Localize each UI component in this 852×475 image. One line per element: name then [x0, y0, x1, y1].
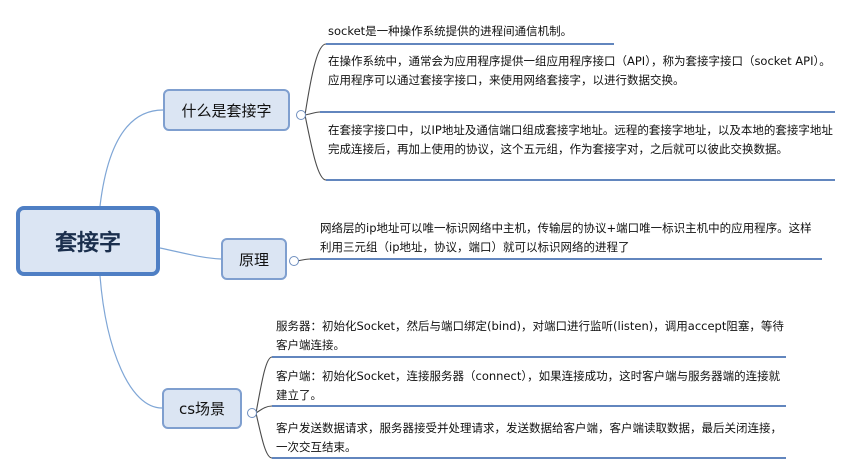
cs-leaf-client: 客户端：初始化Socket，连接服务器（connect），如果连接成功，这时客户…	[276, 369, 781, 402]
branch-principle[interactable]: 原理	[221, 238, 287, 280]
root-node[interactable]: 套接字	[16, 206, 160, 276]
collapse-toggle-principle[interactable]	[289, 256, 299, 266]
what-leaf-2-connector	[304, 111, 321, 116]
what-leaf-2: 在操作系统中，通常会为应用程序提供一组应用程序接口（API），称为套接字接口（s…	[328, 54, 831, 87]
root-to-cs-connector	[99, 275, 163, 409]
collapse-toggle-what[interactable]	[296, 110, 306, 120]
cs-leaf-server: 服务器：初始化Socket，然后与端口绑定(bind)，对端口进行监听(list…	[276, 319, 784, 352]
cs-leaf-interaction: 客户发送数据请求，服务器接受并处理请求，发送数据给客户端，客户端读取数据，最后关…	[276, 421, 782, 454]
cs-leaf-3-connector	[255, 412, 273, 459]
principle-leaf-1: 网络层的ip地址可以唯一标识网络中主机，传输层的协议+端口唯一标识主机中的应用程…	[320, 221, 812, 254]
collapse-toggle-cs[interactable]	[247, 408, 257, 418]
what-leaf-3-connector	[304, 114, 327, 181]
cs-leaf-2-connector	[255, 405, 273, 414]
root-to-what-connector	[99, 109, 164, 207]
what-leaf-1: socket是一种操作系统提供的进程间通信机制。	[328, 24, 573, 38]
what-leaf-1-connector	[304, 43, 327, 116]
cs-leaf-1-connector	[255, 356, 273, 414]
branch-what-is-socket[interactable]: 什么是套接字	[163, 89, 290, 131]
root-to-principle-connector	[159, 247, 222, 260]
branch-cs-scenario[interactable]: cs场景	[162, 388, 242, 429]
what-leaf-3: 在套接字接口中，以IP地址及通信端口组成套接字地址。远程的套接字地址，以及本地的…	[328, 123, 833, 156]
